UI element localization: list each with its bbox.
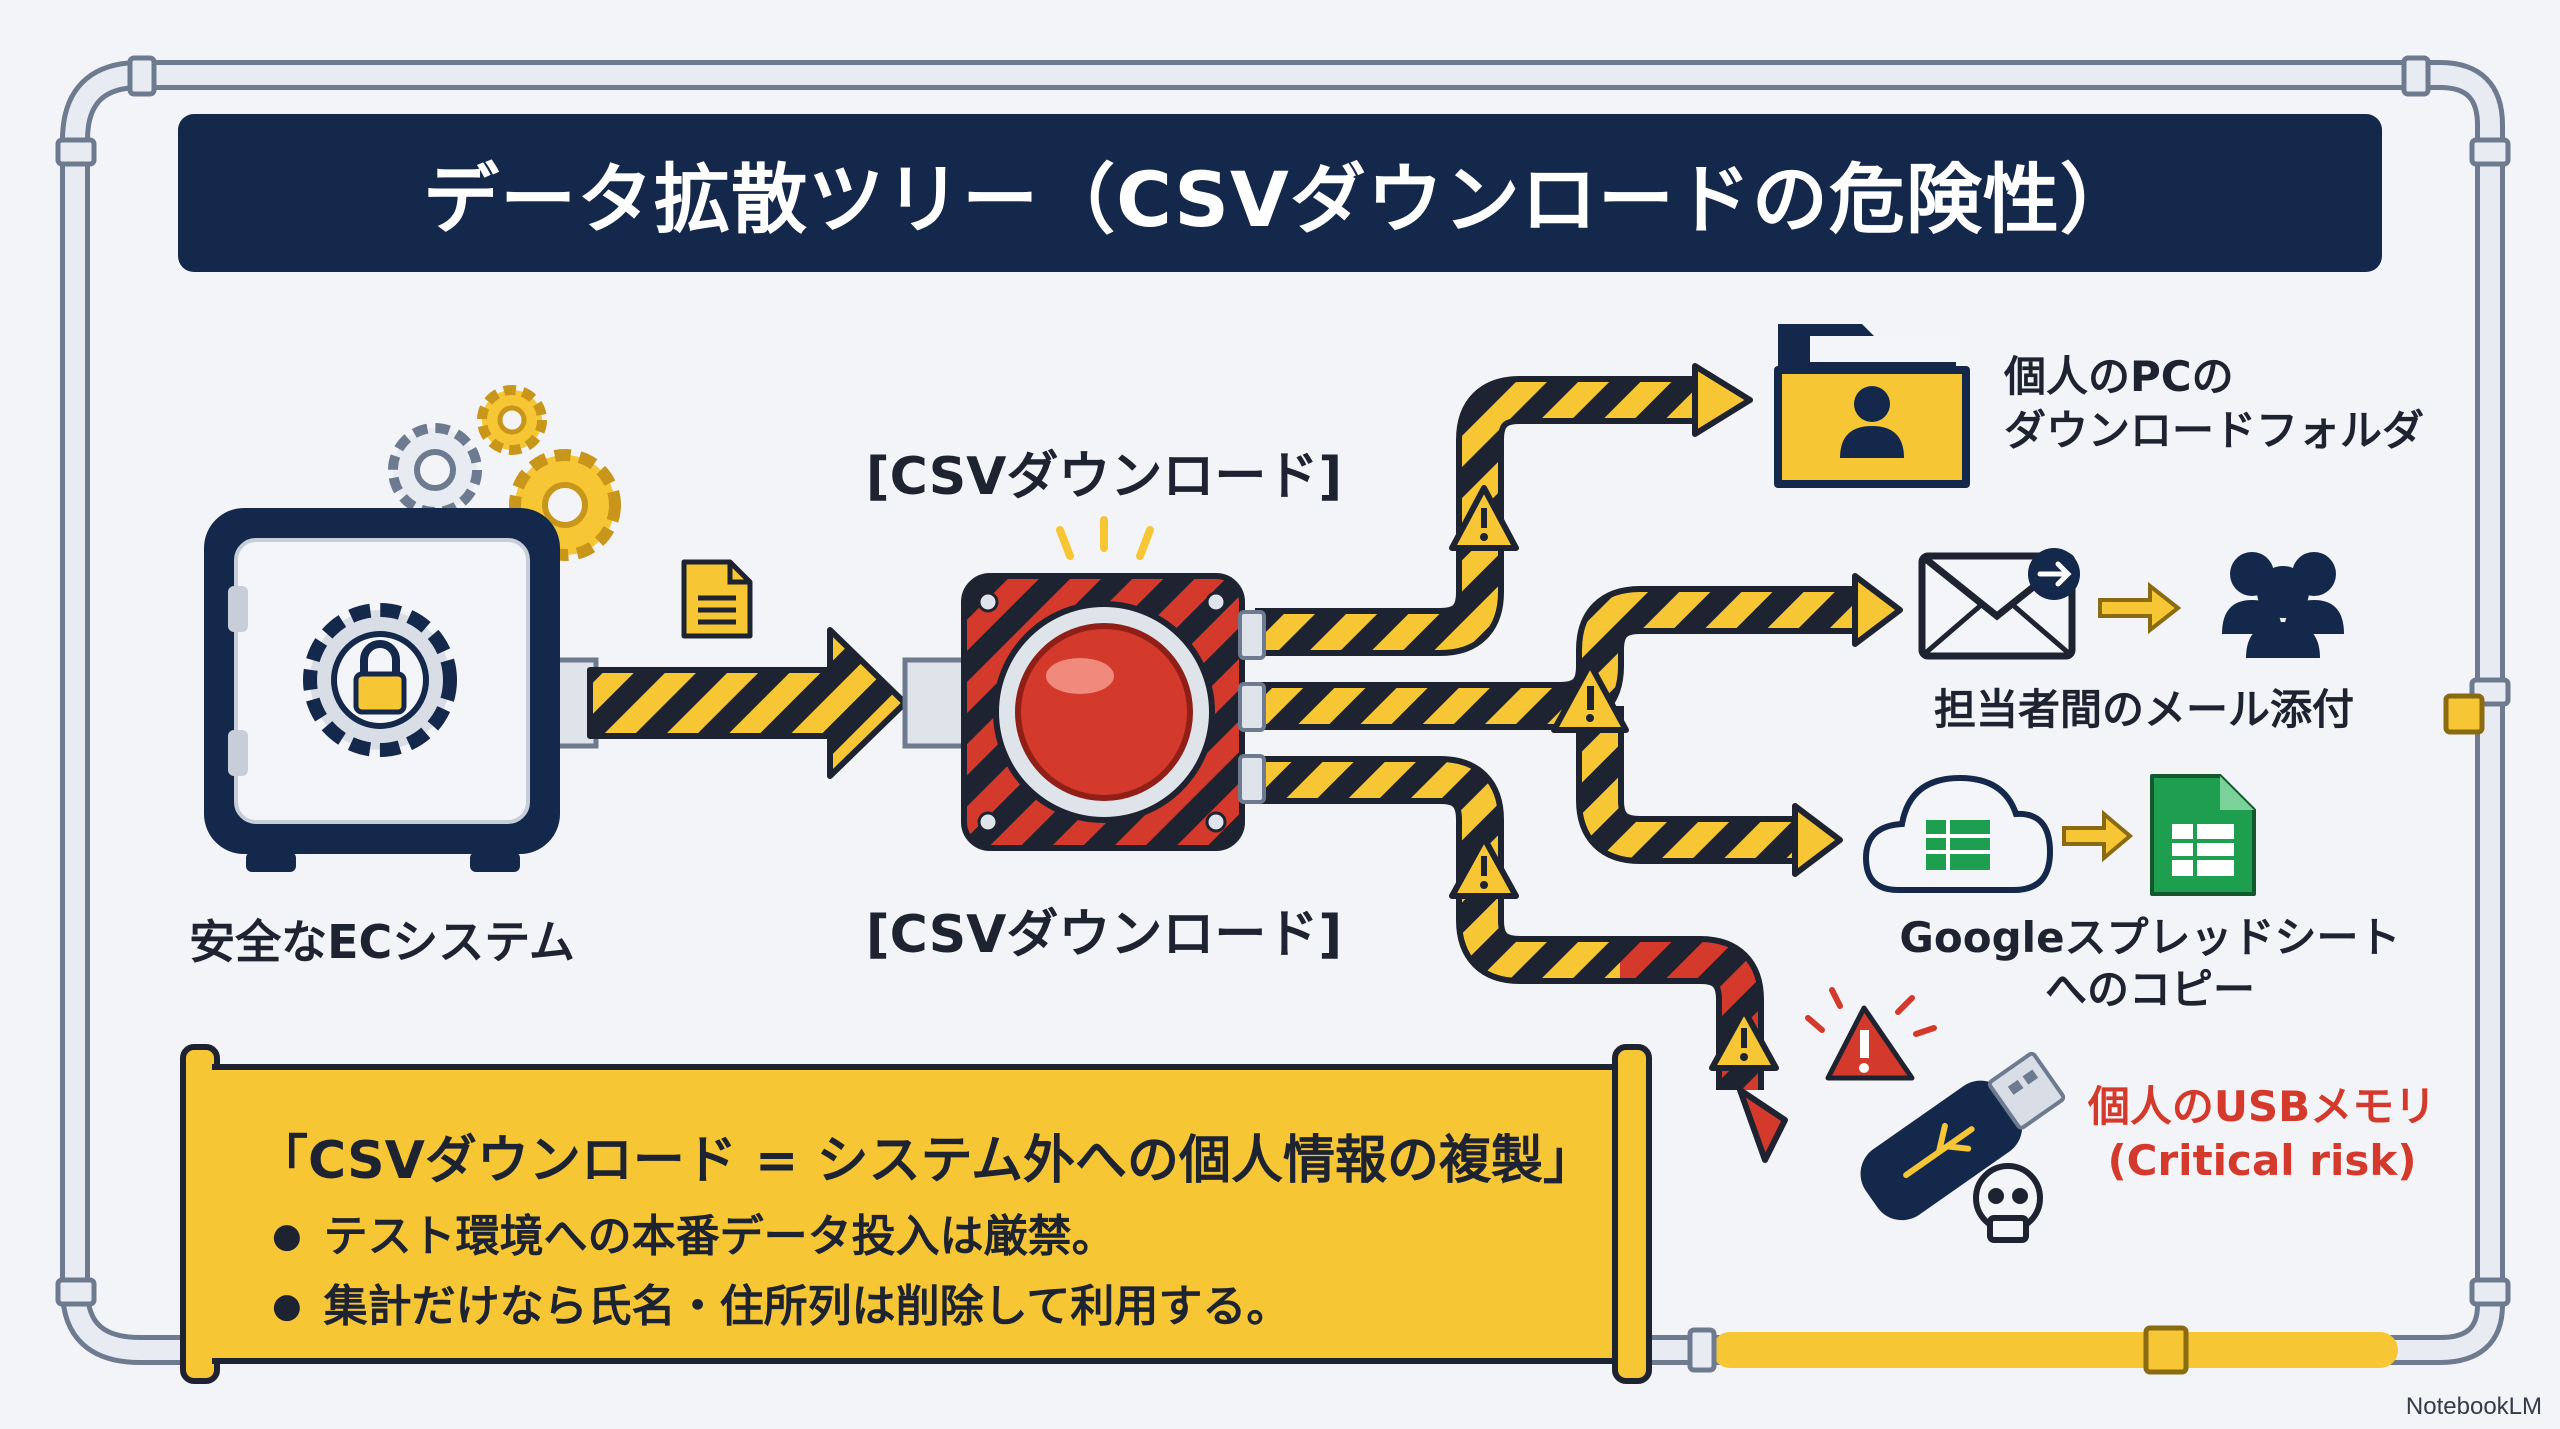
group-icon: [2222, 552, 2344, 658]
lock-icon: [353, 640, 407, 715]
document-icon: [681, 559, 753, 639]
usb-label: 個人のUSBメモリ (Critical risk): [2087, 1082, 2437, 1185]
sheets-label: Googleスプレッドシート へのコピー: [1899, 913, 2401, 1014]
callout-bullet: テスト環境への本番データ投入は厳禁。: [272, 1200, 1116, 1264]
skull-icon: [1973, 1163, 2043, 1243]
arrow-icon: [2098, 581, 2182, 635]
folder-user-icon: [1774, 324, 1970, 488]
pc-folder-label: 個人のPCの ダウンロードフォルダ: [2004, 352, 2425, 455]
brand-watermark: NotebookLM: [2405, 1393, 2542, 1420]
callout-scroll-end-right: [1612, 1044, 1652, 1384]
source-label: 安全なECシステム: [189, 915, 575, 969]
page-title: データ拡散ツリー（CSVダウンロードの危険性）: [178, 114, 2382, 272]
usb-icon: [1805, 987, 2066, 1221]
spreadsheet-icon: [2150, 774, 2256, 896]
alarm-button-icon: [961, 516, 1266, 851]
callout-bullet: 集計だけなら氏名・住所列は削除して利用する。: [272, 1270, 1291, 1334]
email-label: 担当者間のメール添付: [1933, 685, 2355, 734]
warning-icon: [1449, 485, 1779, 1071]
pipe-joints: [55, 55, 2511, 1375]
mail-send-icon: [1918, 548, 2080, 660]
cloud-sheet-icon: [1862, 774, 2054, 893]
main-flow-arrow: [543, 627, 968, 779]
callout-box: 「CSVダウンロード = システム外への個人情報の複製」 テスト環境への本番デー…: [212, 1064, 1618, 1364]
callout-title: 「CSVダウンロード = システム外への個人情報の複製」: [256, 1131, 1596, 1191]
arrow-icon: [2062, 809, 2134, 863]
csv-download-label-top: [CSVダウンロード]: [865, 447, 1343, 507]
csv-download-label-bottom: [CSVダウンロード]: [865, 905, 1343, 965]
